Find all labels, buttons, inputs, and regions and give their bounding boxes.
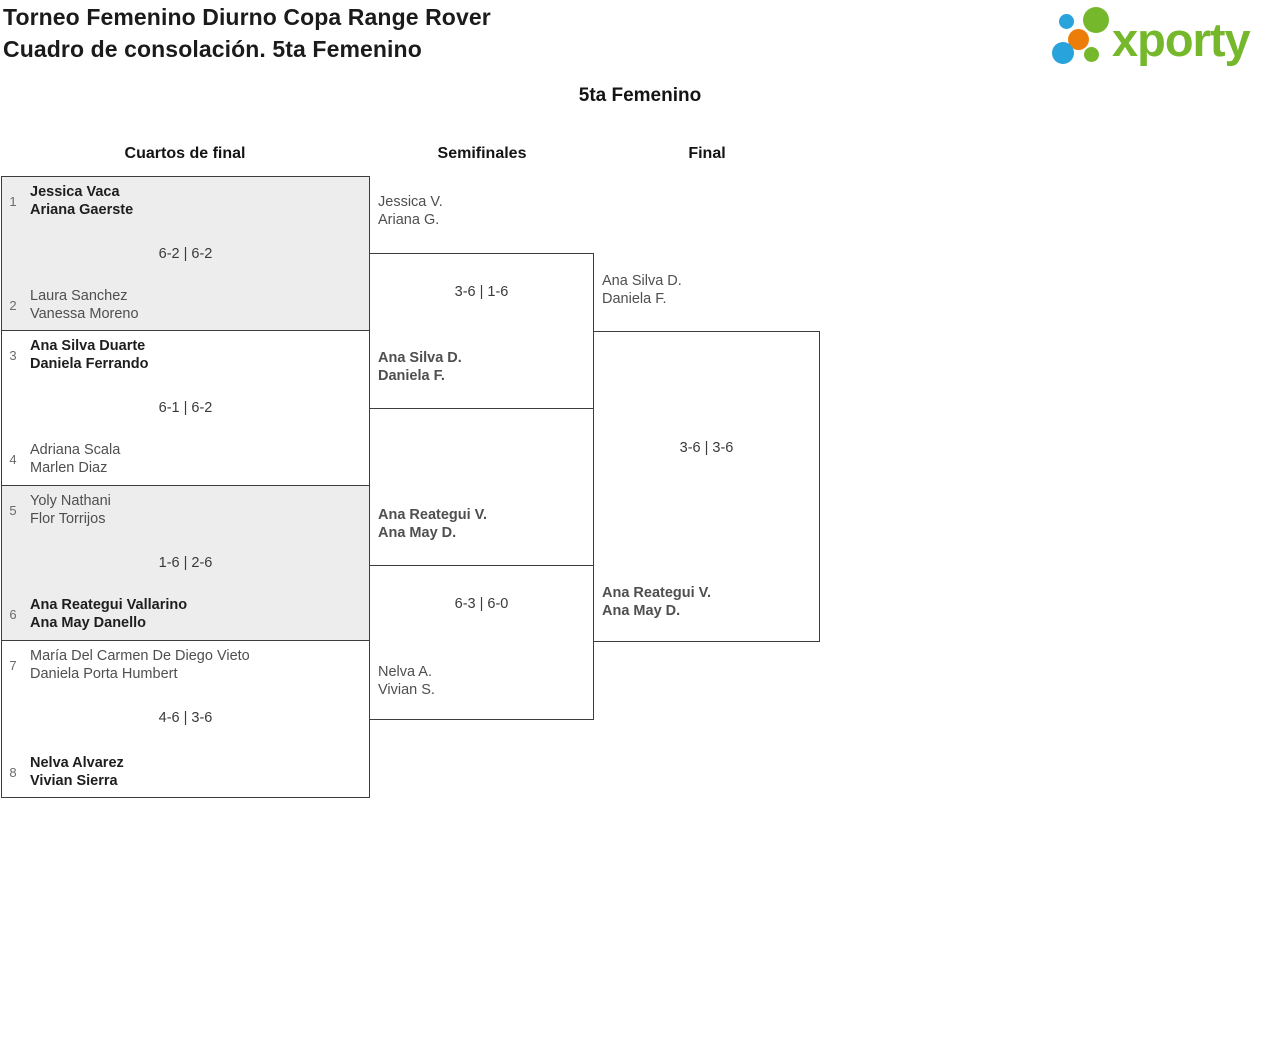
match-box-semifinal-1 bbox=[369, 253, 594, 409]
team-names: Jessica Vaca Ariana Gaerste bbox=[30, 184, 134, 218]
logo-dot-icon bbox=[1068, 29, 1089, 50]
team-entry: 5 Yoly Nathani Flor Torrijos bbox=[2, 492, 111, 528]
match-score: 6-3 | 6-0 bbox=[454, 596, 509, 612]
match-score: 3-6 | 1-6 bbox=[454, 284, 509, 300]
round-header-semifinals: Semifinales bbox=[437, 145, 527, 162]
team-entry: 8 Nelva Alvarez Vivian Sierra bbox=[2, 754, 124, 790]
match-score: 1-6 | 2-6 bbox=[158, 555, 213, 571]
match-box-quarterfinal-4: 7 María Del Carmen De Diego Vieto Daniel… bbox=[1, 640, 370, 798]
logo-dot-icon bbox=[1052, 42, 1074, 64]
round-header-final: Final bbox=[688, 145, 726, 162]
team-names: Yoly Nathani Flor Torrijos bbox=[30, 493, 111, 527]
team-entry: 6 Ana Reategui Vallarino Ana May Danello bbox=[2, 596, 187, 632]
semifinal-2-bottom-team: Nelva A. Vivian S. bbox=[378, 664, 435, 698]
team-entry: 3 Ana Silva Duarte Daniela Ferrando bbox=[2, 337, 148, 373]
match-score: 6-1 | 6-2 bbox=[158, 400, 213, 416]
page-title: Torneo Femenino Diurno Copa Range Rover … bbox=[3, 1, 491, 65]
match-score: 4-6 | 3-6 bbox=[158, 710, 213, 726]
seed-number: 4 bbox=[9, 451, 17, 467]
final-bottom-team: Ana Reategui V. Ana May D. bbox=[602, 585, 712, 619]
final-top-team: Ana Silva D. Daniela F. bbox=[602, 273, 682, 307]
seed-number: 6 bbox=[9, 606, 17, 622]
seed-number: 8 bbox=[9, 764, 17, 780]
semifinal-1-top-team: Jessica V. Ariana G. bbox=[378, 194, 443, 228]
seed-number: 7 bbox=[9, 657, 17, 673]
category-title: 5ta Femenino bbox=[578, 85, 702, 106]
team-entry: 2 Laura Sanchez Vanessa Moreno bbox=[2, 287, 139, 323]
match-score: 3-6 | 3-6 bbox=[679, 440, 734, 456]
seed-number: 5 bbox=[9, 502, 17, 518]
page-title-line2: Cuadro de consolación. 5ta Femenino bbox=[3, 36, 422, 62]
logo-dot-icon bbox=[1059, 14, 1074, 29]
team-names: María Del Carmen De Diego Vieto Daniela … bbox=[30, 648, 250, 682]
team-entry: 7 María Del Carmen De Diego Vieto Daniel… bbox=[2, 647, 250, 683]
semifinal-2-top-team: Ana Reategui V. Ana May D. bbox=[378, 507, 488, 541]
seed-number: 2 bbox=[9, 297, 17, 313]
match-box-final bbox=[593, 331, 820, 642]
team-entry: 1 Jessica Vaca Ariana Gaerste bbox=[2, 183, 133, 219]
round-header-quarterfinals: Cuartos de final bbox=[124, 145, 246, 162]
logo-dot-icon bbox=[1084, 47, 1099, 62]
match-box-quarterfinal-2: 3 Ana Silva Duarte Daniela Ferrando 6-1 … bbox=[1, 330, 370, 485]
match-box-quarterfinal-1: 1 Jessica Vaca Ariana Gaerste 6-2 | 6-2 … bbox=[1, 176, 370, 330]
page-title-line1: Torneo Femenino Diurno Copa Range Rover bbox=[3, 4, 491, 30]
team-names: Adriana Scala Marlen Diaz bbox=[30, 442, 121, 476]
match-score: 6-2 | 6-2 bbox=[158, 246, 213, 262]
seed-number: 1 bbox=[9, 193, 17, 209]
match-box-quarterfinal-3: 5 Yoly Nathani Flor Torrijos 1-6 | 2-6 6… bbox=[1, 485, 370, 640]
xporty-logo-text: xporty bbox=[1112, 13, 1251, 66]
team-names: Ana Reategui Vallarino Ana May Danello bbox=[30, 597, 188, 631]
logo-dot-icon bbox=[1083, 7, 1109, 33]
seed-number: 3 bbox=[9, 347, 17, 363]
team-entry: 4 Adriana Scala Marlen Diaz bbox=[2, 441, 120, 477]
semifinal-1-bottom-team: Ana Silva D. Daniela F. bbox=[378, 350, 462, 384]
team-names: Nelva Alvarez Vivian Sierra bbox=[30, 755, 124, 789]
team-names: Ana Silva Duarte Daniela Ferrando bbox=[30, 338, 149, 372]
team-names: Laura Sanchez Vanessa Moreno bbox=[30, 288, 139, 322]
match-box-semifinal-2 bbox=[369, 565, 594, 720]
xporty-logo[interactable]: xporty bbox=[1048, 2, 1280, 74]
